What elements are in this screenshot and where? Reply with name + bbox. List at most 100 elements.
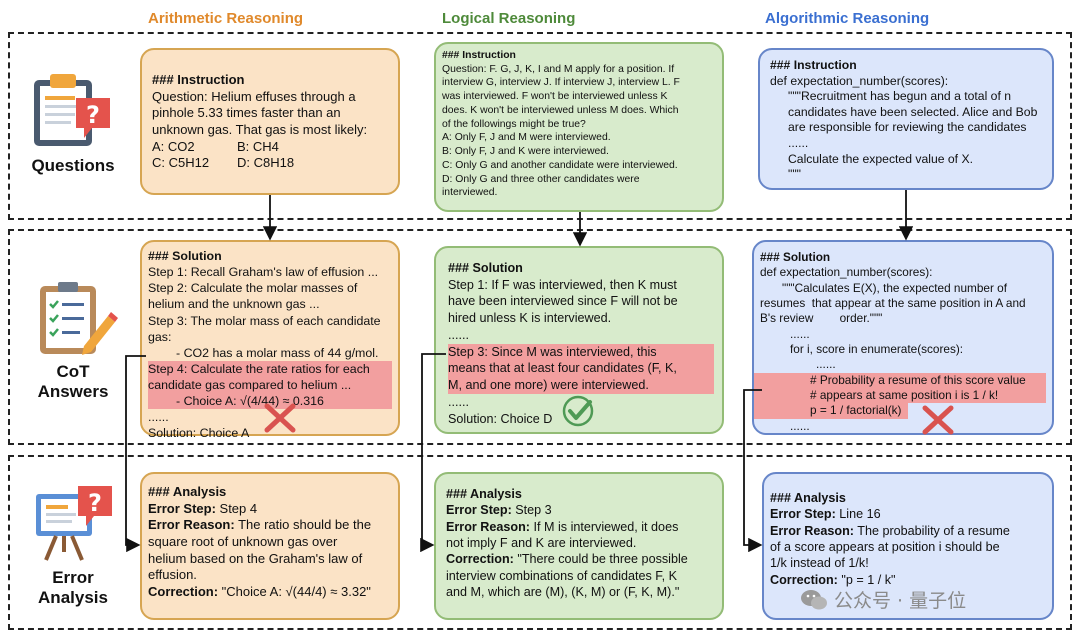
error-reason-line: square root of unknown gas over: [148, 533, 338, 549]
correction-line: Correction: "p = 1 / k": [770, 572, 1046, 588]
question-line: Question: F. G, J, K, I and M apply for …: [442, 63, 675, 75]
correction-line: Correction: "There could be three possib…: [446, 551, 716, 567]
correction-label: Correction:: [446, 552, 514, 567]
card-heading: ### Solution: [760, 250, 831, 264]
code-line: ......: [790, 326, 810, 341]
option-line: D: Only G and three other candidates wer…: [442, 173, 640, 185]
algo-instruction-card: ### Instruction def expectation_number(s…: [758, 48, 1054, 190]
presentation-board-icon: ?: [36, 486, 112, 561]
error-highlight: Step 3: Since M was interviewed, this: [448, 343, 714, 361]
error-row-frame: [8, 455, 1072, 630]
error-reason-text: If M is interviewed, it does: [529, 519, 679, 534]
svg-text:?: ?: [86, 101, 100, 129]
solution-step: helium and the unknown gas ...: [148, 297, 320, 312]
options-row: A: CO2 B: CH4: [152, 139, 390, 156]
option-d: D: C8H18: [237, 155, 295, 171]
docstring-line: """: [788, 167, 801, 182]
card-heading: ### Instruction: [442, 50, 516, 61]
error-reason-line: Error Reason: The ratio should be the: [148, 517, 392, 534]
error-highlight: p = 1 / factorial(k): [754, 403, 908, 419]
arith-solution-card: ### Solution Step 1: Recall Graham's law…: [140, 240, 400, 440]
row-label-error: Error Analysis: [24, 568, 122, 609]
algorithmic-title: Algorithmic Reasoning: [765, 10, 930, 27]
docstring-line: candidates have been selected. Alice and…: [788, 104, 1038, 119]
error-reason-line: Error Reason: The probability of a resum…: [770, 523, 1046, 539]
question-line: was interviewed. F won't be interviewed …: [442, 91, 668, 103]
red-cross-icon: [264, 403, 296, 433]
correction-line: interview combinations of candidates F, …: [446, 568, 678, 583]
docstring-line: are responsible for reviewing the candid…: [788, 120, 1027, 135]
green-check-icon: [562, 395, 594, 427]
card-heading: ### Solution: [448, 261, 523, 275]
card-heading: ### Instruction: [152, 72, 245, 87]
correction-value: "p = 1 / k": [837, 572, 896, 587]
question-line: of the followings might be true?: [442, 118, 586, 130]
error-highlight: - Choice A: √(4/44) ≈ 0.316: [148, 393, 392, 410]
ellipsis: ......: [448, 327, 469, 342]
row-label-error-line1: Error: [52, 568, 94, 587]
final-answer: Solution: Choice D: [448, 411, 553, 426]
error-reason-line: of a score appears at position i should …: [770, 540, 1000, 555]
correction-label: Correction:: [770, 572, 838, 587]
error-reason-line: not imply F and K are interviewed.: [446, 536, 637, 551]
error-step-value: Line 16: [835, 507, 881, 522]
cot-row-frame: [8, 229, 1072, 445]
code-line: ......: [816, 357, 836, 372]
watermark: 公众号 · 量子位: [800, 586, 966, 613]
question-line: interview G, interview J. If interview J…: [442, 77, 680, 89]
final-answer: Solution: Choice A: [148, 426, 250, 441]
solution-step: Step 3: The molar mass of each candidate: [148, 313, 381, 328]
clipboard-question-icon: ?: [34, 74, 110, 146]
arith-instruction-card: ### Instruction Question: Helium effuses…: [140, 48, 400, 195]
ellipsis: ......: [448, 394, 469, 409]
error-step-line: Error Step: Step 4: [148, 501, 392, 518]
logic-instruction-card: ### Instruction Question: F. G, J, K, I …: [434, 42, 724, 212]
question-line: does. K won't be interviewed unless M do…: [442, 104, 679, 116]
error-step-value: Step 4: [215, 500, 258, 516]
error-reason-label: Error Reason:: [770, 523, 854, 538]
error-step-value: Step 3: [511, 503, 552, 518]
code-line: B's review order.""": [760, 311, 883, 326]
docstring-line: Calculate the expected value of X.: [788, 151, 973, 166]
docstring-line: ......: [788, 136, 809, 151]
docstring-line: """Recruitment has begun and a total of …: [788, 89, 1012, 104]
code-line: def expectation_number(scores):: [770, 73, 949, 88]
arithmetic-title: Arithmetic Reasoning: [148, 10, 304, 27]
question-line: Question: Helium effuses through a: [152, 88, 356, 104]
card-heading: ### Solution: [148, 249, 222, 263]
correction-value: "Choice A: √(44/4) ≈ 3.32": [218, 583, 371, 599]
watermark-text: 公众号 · 量子位: [834, 590, 967, 612]
error-reason-line: 1/k instead of 1/k!: [770, 556, 869, 571]
solution-step: gas:: [148, 329, 172, 344]
code-line: resumes that appear at the same position…: [760, 295, 1026, 310]
row-label-error-line2: Analysis: [38, 588, 108, 608]
error-step-label: Error Step:: [770, 507, 836, 522]
ellipsis: ......: [148, 410, 169, 425]
solution-step: Step 1: If F was interviewed, then K mus…: [448, 277, 677, 292]
option-line: B: Only F, J and K were interviewed.: [442, 146, 609, 158]
error-step-line: Error Step: Line 16: [770, 506, 1046, 522]
correction-label: Correction:: [148, 583, 219, 599]
error-highlight: # Probability a resume of this score val…: [754, 372, 1046, 388]
error-step-label: Error Step:: [148, 500, 216, 516]
code-line: for i, score in enumerate(scores):: [790, 341, 964, 356]
row-label-questions: Questions: [31, 156, 115, 175]
card-heading: ### Analysis: [446, 487, 522, 501]
logic-analysis-card: ### Analysis Error Step: Step 3 Error Re…: [434, 472, 724, 620]
option-c: C: C5H12: [152, 155, 210, 171]
error-reason-text: The probability of a resume: [853, 523, 1010, 538]
error-reason-line: helium based on the Graham's law of: [148, 550, 363, 566]
algo-solution-card: ### Solution def expectation_number(scor…: [752, 240, 1054, 435]
option-line: A: Only F, J and M were interviewed.: [442, 132, 611, 144]
error-reason-line: effusion.: [148, 567, 197, 583]
card-heading: ### Instruction: [770, 58, 857, 72]
checklist-pencil-icon: [40, 282, 118, 355]
row-label-cot-line2: Answers: [37, 382, 109, 402]
card-heading: ### Analysis: [770, 491, 846, 505]
error-highlight: candidate gas compared to helium ...: [148, 377, 392, 394]
logic-solution-card: ### Solution Step 1: If F was interviewe…: [434, 246, 724, 434]
solution-step: hired unless K is interviewed.: [448, 311, 612, 326]
logical-title: Logical Reasoning: [442, 10, 576, 27]
option-b: B: CH4: [237, 138, 279, 154]
error-highlight: means that at least four candidates (F, …: [448, 360, 714, 378]
